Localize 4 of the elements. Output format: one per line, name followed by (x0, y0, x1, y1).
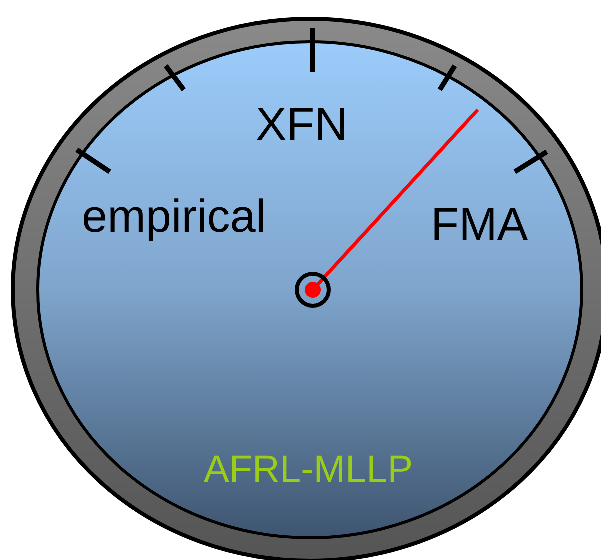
footer-label: AFRL-MLLP (204, 451, 414, 489)
dial-label: FMA (431, 201, 528, 247)
dial-label: empirical (82, 193, 266, 239)
dial-label: XFN (256, 101, 348, 147)
